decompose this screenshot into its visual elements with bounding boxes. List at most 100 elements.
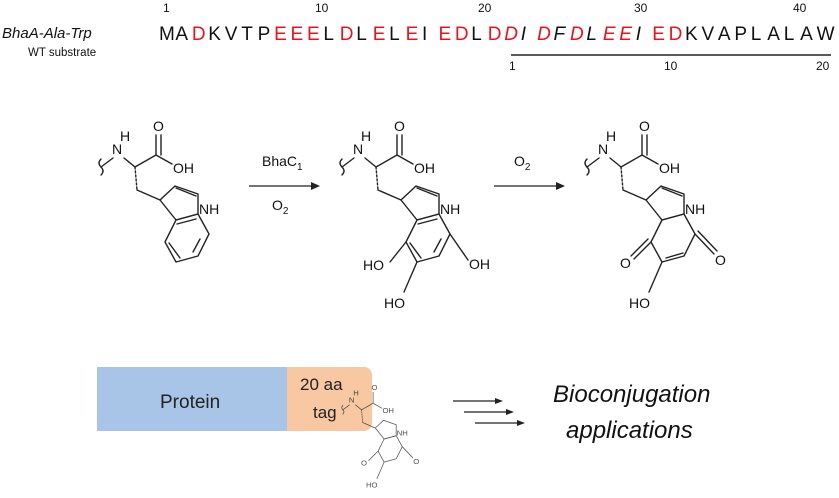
sequence-residue: D	[570, 24, 584, 45]
sequence-residue: E	[274, 24, 287, 45]
sequence-residue: D	[488, 24, 502, 45]
svg-text:N: N	[349, 396, 355, 405]
hydroxyl-5: HO	[629, 295, 650, 311]
indole-nh: NH	[199, 201, 219, 217]
sequence-residue: A	[718, 24, 731, 45]
sequence-residue: E	[307, 24, 320, 45]
sequence-residue: E	[603, 24, 616, 45]
svg-text:O: O	[361, 458, 367, 467]
sequence-residue: I	[422, 24, 427, 45]
protein-box	[97, 367, 299, 431]
oxidant-label-2: O2	[514, 153, 531, 173]
quinone-o-7: O	[715, 252, 726, 268]
sequence-residue: L	[323, 24, 334, 45]
svg-text:NH: NH	[397, 429, 408, 438]
sequence-residue: D	[504, 24, 518, 45]
sequence-residue: M	[159, 24, 175, 45]
amide-h: H	[361, 128, 371, 144]
indole-nh: NH	[685, 201, 705, 217]
sequence-residue: K	[685, 24, 698, 45]
sequence-residue: D	[340, 24, 354, 45]
sequence-residue: A	[800, 24, 813, 45]
hydroxyl-7: OH	[469, 256, 490, 272]
amide-h: H	[120, 128, 130, 144]
trihydroxy-tryptophan-structure: N H O OH NH OH HO HO	[339, 118, 490, 311]
sequence-residue: E	[619, 24, 632, 45]
svg-text:O: O	[371, 383, 377, 392]
amide-h: H	[606, 128, 616, 144]
seq-number-40: 40	[793, 1, 807, 15]
substrate-subtitle: WT substrate	[28, 47, 96, 59]
svg-text:H: H	[353, 389, 359, 398]
reaction-arrow-2-head	[556, 182, 565, 190]
sequence-residue: A	[175, 24, 188, 45]
sequence-bottom-numbers: 1 10 20	[509, 59, 830, 73]
sequence-residue: V	[702, 24, 715, 45]
sequence-residue: A	[767, 24, 780, 45]
tag-quinone-structure: N H O OH NH O O HO	[341, 383, 419, 489]
sequence-residue: W	[817, 24, 835, 45]
sequence-top-numbers: 1 10 20 30 40	[163, 1, 807, 15]
tag-number-10: 10	[664, 59, 678, 73]
svg-text:OH: OH	[382, 406, 394, 415]
sequence-residue: I	[521, 24, 527, 45]
seq-number-10: 10	[315, 1, 329, 15]
hydroxyl-4: HO	[363, 257, 384, 273]
sequence-residue: L	[471, 24, 482, 45]
sequence-residue: K	[208, 24, 221, 45]
sequence-residue: L	[389, 24, 400, 45]
indole-nh: NH	[440, 201, 460, 217]
sequence-residue: D	[669, 24, 683, 45]
oxidant-label-1: O2	[272, 197, 289, 217]
enzyme-label: BhaC1	[262, 153, 303, 173]
svg-text:O: O	[413, 457, 419, 466]
hydroxyl-5: HO	[384, 295, 405, 311]
sequence-residue: E	[439, 24, 452, 45]
sequence-residue: V	[225, 24, 238, 45]
seq-number-30: 30	[634, 1, 648, 15]
sequence-residue: E	[652, 24, 665, 45]
quinone-o-4: O	[620, 255, 631, 271]
acid-oh: OH	[414, 160, 435, 176]
seq-number-1: 1	[163, 1, 170, 15]
amide-n: N	[112, 141, 122, 157]
tag-label-line2: tag	[313, 403, 337, 422]
sequence-residue: F	[554, 24, 567, 45]
protein-label: Protein	[160, 392, 220, 413]
tag-number-20: 20	[816, 59, 830, 73]
sequence-residue: D	[192, 24, 206, 45]
carbonyl-o: O	[394, 118, 405, 134]
reaction-arrow-1-head	[311, 182, 320, 190]
tag-label-line1: 20 aa	[300, 375, 343, 394]
amide-n: N	[353, 141, 363, 157]
carbonyl-o: O	[639, 118, 650, 134]
tag-number-1: 1	[509, 59, 516, 73]
tag-box	[287, 367, 372, 431]
sequence-residue: I	[636, 24, 642, 45]
sequence-residue: P	[258, 24, 271, 45]
carbonyl-o: O	[153, 118, 164, 134]
sequence-residue: L	[751, 24, 762, 45]
sequence-residue: D	[455, 24, 469, 45]
bioconjugation-subtitle: applications	[566, 417, 693, 444]
amide-n: N	[598, 141, 608, 157]
sequence-residue: L	[784, 24, 795, 45]
sequence-residue: E	[291, 24, 304, 45]
substrate-title: BhaA-Ala-Trp	[2, 25, 92, 42]
acid-oh: OH	[173, 160, 194, 176]
svg-text:HO: HO	[366, 480, 378, 489]
bioconjugation-title: Bioconjugation	[553, 381, 710, 408]
sequence-residue: E	[406, 24, 419, 45]
sequence-residue: L	[356, 24, 367, 45]
sequence-residue: T	[241, 24, 253, 45]
sequence-residue: P	[734, 24, 747, 45]
seq-number-20: 20	[478, 1, 492, 15]
tryptophan-quinone-structure: N H O OH NH O O HO	[584, 118, 726, 311]
sequence-residue: L	[586, 24, 597, 45]
multi-step-arrows	[453, 398, 525, 426]
tryptophan-structure: N H O OH NH	[98, 118, 219, 263]
sequence-residue: E	[373, 24, 386, 45]
sequence-residue: D	[537, 24, 551, 45]
